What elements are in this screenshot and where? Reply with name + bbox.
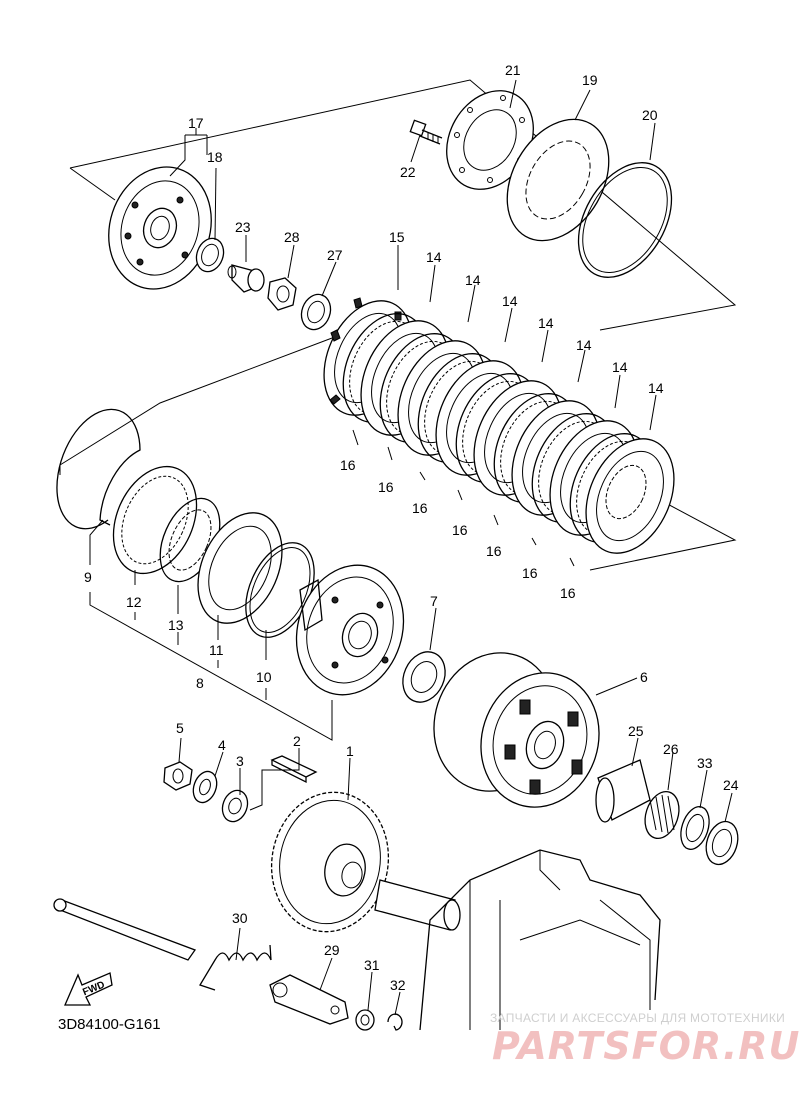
callout-2: 2 xyxy=(293,733,301,749)
callout-18: 18 xyxy=(207,149,223,165)
key-2 xyxy=(270,755,318,784)
bearing-26 xyxy=(644,790,680,840)
leader-lines xyxy=(89,79,733,1016)
friction-plate-stack xyxy=(323,297,675,554)
callout-4: 4 xyxy=(218,737,226,753)
push-rod-23 xyxy=(227,264,265,293)
callout-25: 25 xyxy=(628,723,644,739)
callout-24: 24 xyxy=(723,777,739,793)
clutch-boss xyxy=(295,564,405,696)
callout-15: 15 xyxy=(389,229,405,245)
callout-16f: 16 xyxy=(522,565,538,581)
plate-11 xyxy=(197,512,283,624)
spring-30 xyxy=(199,944,272,991)
callout-labels: 17 18 21 19 20 22 23 28 27 15 14 14 14 1… xyxy=(84,62,739,993)
lever-29 xyxy=(269,974,349,1025)
callout-27: 27 xyxy=(327,247,343,263)
callout-22: 22 xyxy=(400,164,416,180)
callout-32: 32 xyxy=(390,977,406,993)
callout-16b: 16 xyxy=(378,479,394,495)
cushion-plate-19 xyxy=(506,118,610,242)
callout-14d: 14 xyxy=(538,315,554,331)
friction-plate-14g xyxy=(585,438,675,554)
callout-6: 6 xyxy=(640,669,648,685)
pressure-plate-17 xyxy=(108,166,212,290)
callout-16e: 16 xyxy=(486,543,502,559)
nut-5 xyxy=(163,761,193,791)
circlip-9 xyxy=(56,408,141,530)
callout-21: 21 xyxy=(505,62,521,78)
callout-11: 11 xyxy=(209,642,224,658)
wire-ring-20 xyxy=(577,162,673,278)
collar-3 xyxy=(221,789,249,823)
callout-26: 26 xyxy=(663,741,679,757)
callout-14e: 14 xyxy=(576,337,592,353)
washer-27 xyxy=(300,293,332,331)
callout-20: 20 xyxy=(642,107,658,123)
sleeve-25 xyxy=(595,759,651,823)
callout-5: 5 xyxy=(176,720,184,736)
callout-14b: 14 xyxy=(465,272,481,288)
diagram-reference-code: 3D84100-G161 xyxy=(58,1016,161,1033)
clutch-housing-6 xyxy=(433,652,600,808)
callout-14a: 14 xyxy=(426,249,442,265)
watermark-logo: PARTSFOR.RU xyxy=(492,1024,800,1068)
callout-8: 8 xyxy=(196,675,204,691)
callout-7: 7 xyxy=(430,593,438,609)
callout-14g: 14 xyxy=(648,380,664,396)
callout-30: 30 xyxy=(232,910,248,926)
callout-14f: 14 xyxy=(612,359,628,375)
callout-17: 17 xyxy=(188,115,204,131)
fwd-arrow-icon: FWD xyxy=(64,972,113,1006)
callout-16c: 16 xyxy=(412,500,428,516)
nut-28 xyxy=(267,277,297,311)
callout-16d: 16 xyxy=(452,522,468,538)
circlip-32 xyxy=(387,1013,403,1031)
bearing-18 xyxy=(195,237,225,273)
shaft xyxy=(374,879,461,931)
washer-33 xyxy=(680,806,710,850)
fwd-label: FWD xyxy=(81,980,106,999)
callout-10: 10 xyxy=(256,669,272,685)
callout-3: 3 xyxy=(236,753,244,769)
shift-shaft xyxy=(53,898,197,961)
bolt-22 xyxy=(409,119,443,145)
lock-washer-4 xyxy=(192,770,218,804)
callout-9: 9 xyxy=(84,569,92,585)
callout-16g: 16 xyxy=(560,585,576,601)
callout-13: 13 xyxy=(168,617,184,633)
plate-12 xyxy=(112,465,198,575)
callout-16a: 16 xyxy=(340,457,356,473)
watermark-subtitle: ЗАПЧАСТИ И АКСЕССУАРЫ ДЛЯ МОТОТЕХНИКИ xyxy=(490,1011,786,1025)
plate-21 xyxy=(446,90,534,190)
callout-31: 31 xyxy=(364,957,380,973)
callout-29: 29 xyxy=(324,942,340,958)
callout-33: 33 xyxy=(697,755,713,771)
callout-1: 1 xyxy=(346,743,354,759)
washer-7 xyxy=(402,651,446,703)
callout-28: 28 xyxy=(284,229,300,245)
callout-14c: 14 xyxy=(502,293,518,309)
crankcase xyxy=(419,849,661,1031)
washer-31 xyxy=(355,1009,375,1031)
gear-1 xyxy=(270,791,390,933)
washer-24 xyxy=(705,820,739,866)
callout-23: 23 xyxy=(235,219,251,235)
callout-19: 19 xyxy=(582,72,598,88)
callout-12: 12 xyxy=(126,594,142,610)
